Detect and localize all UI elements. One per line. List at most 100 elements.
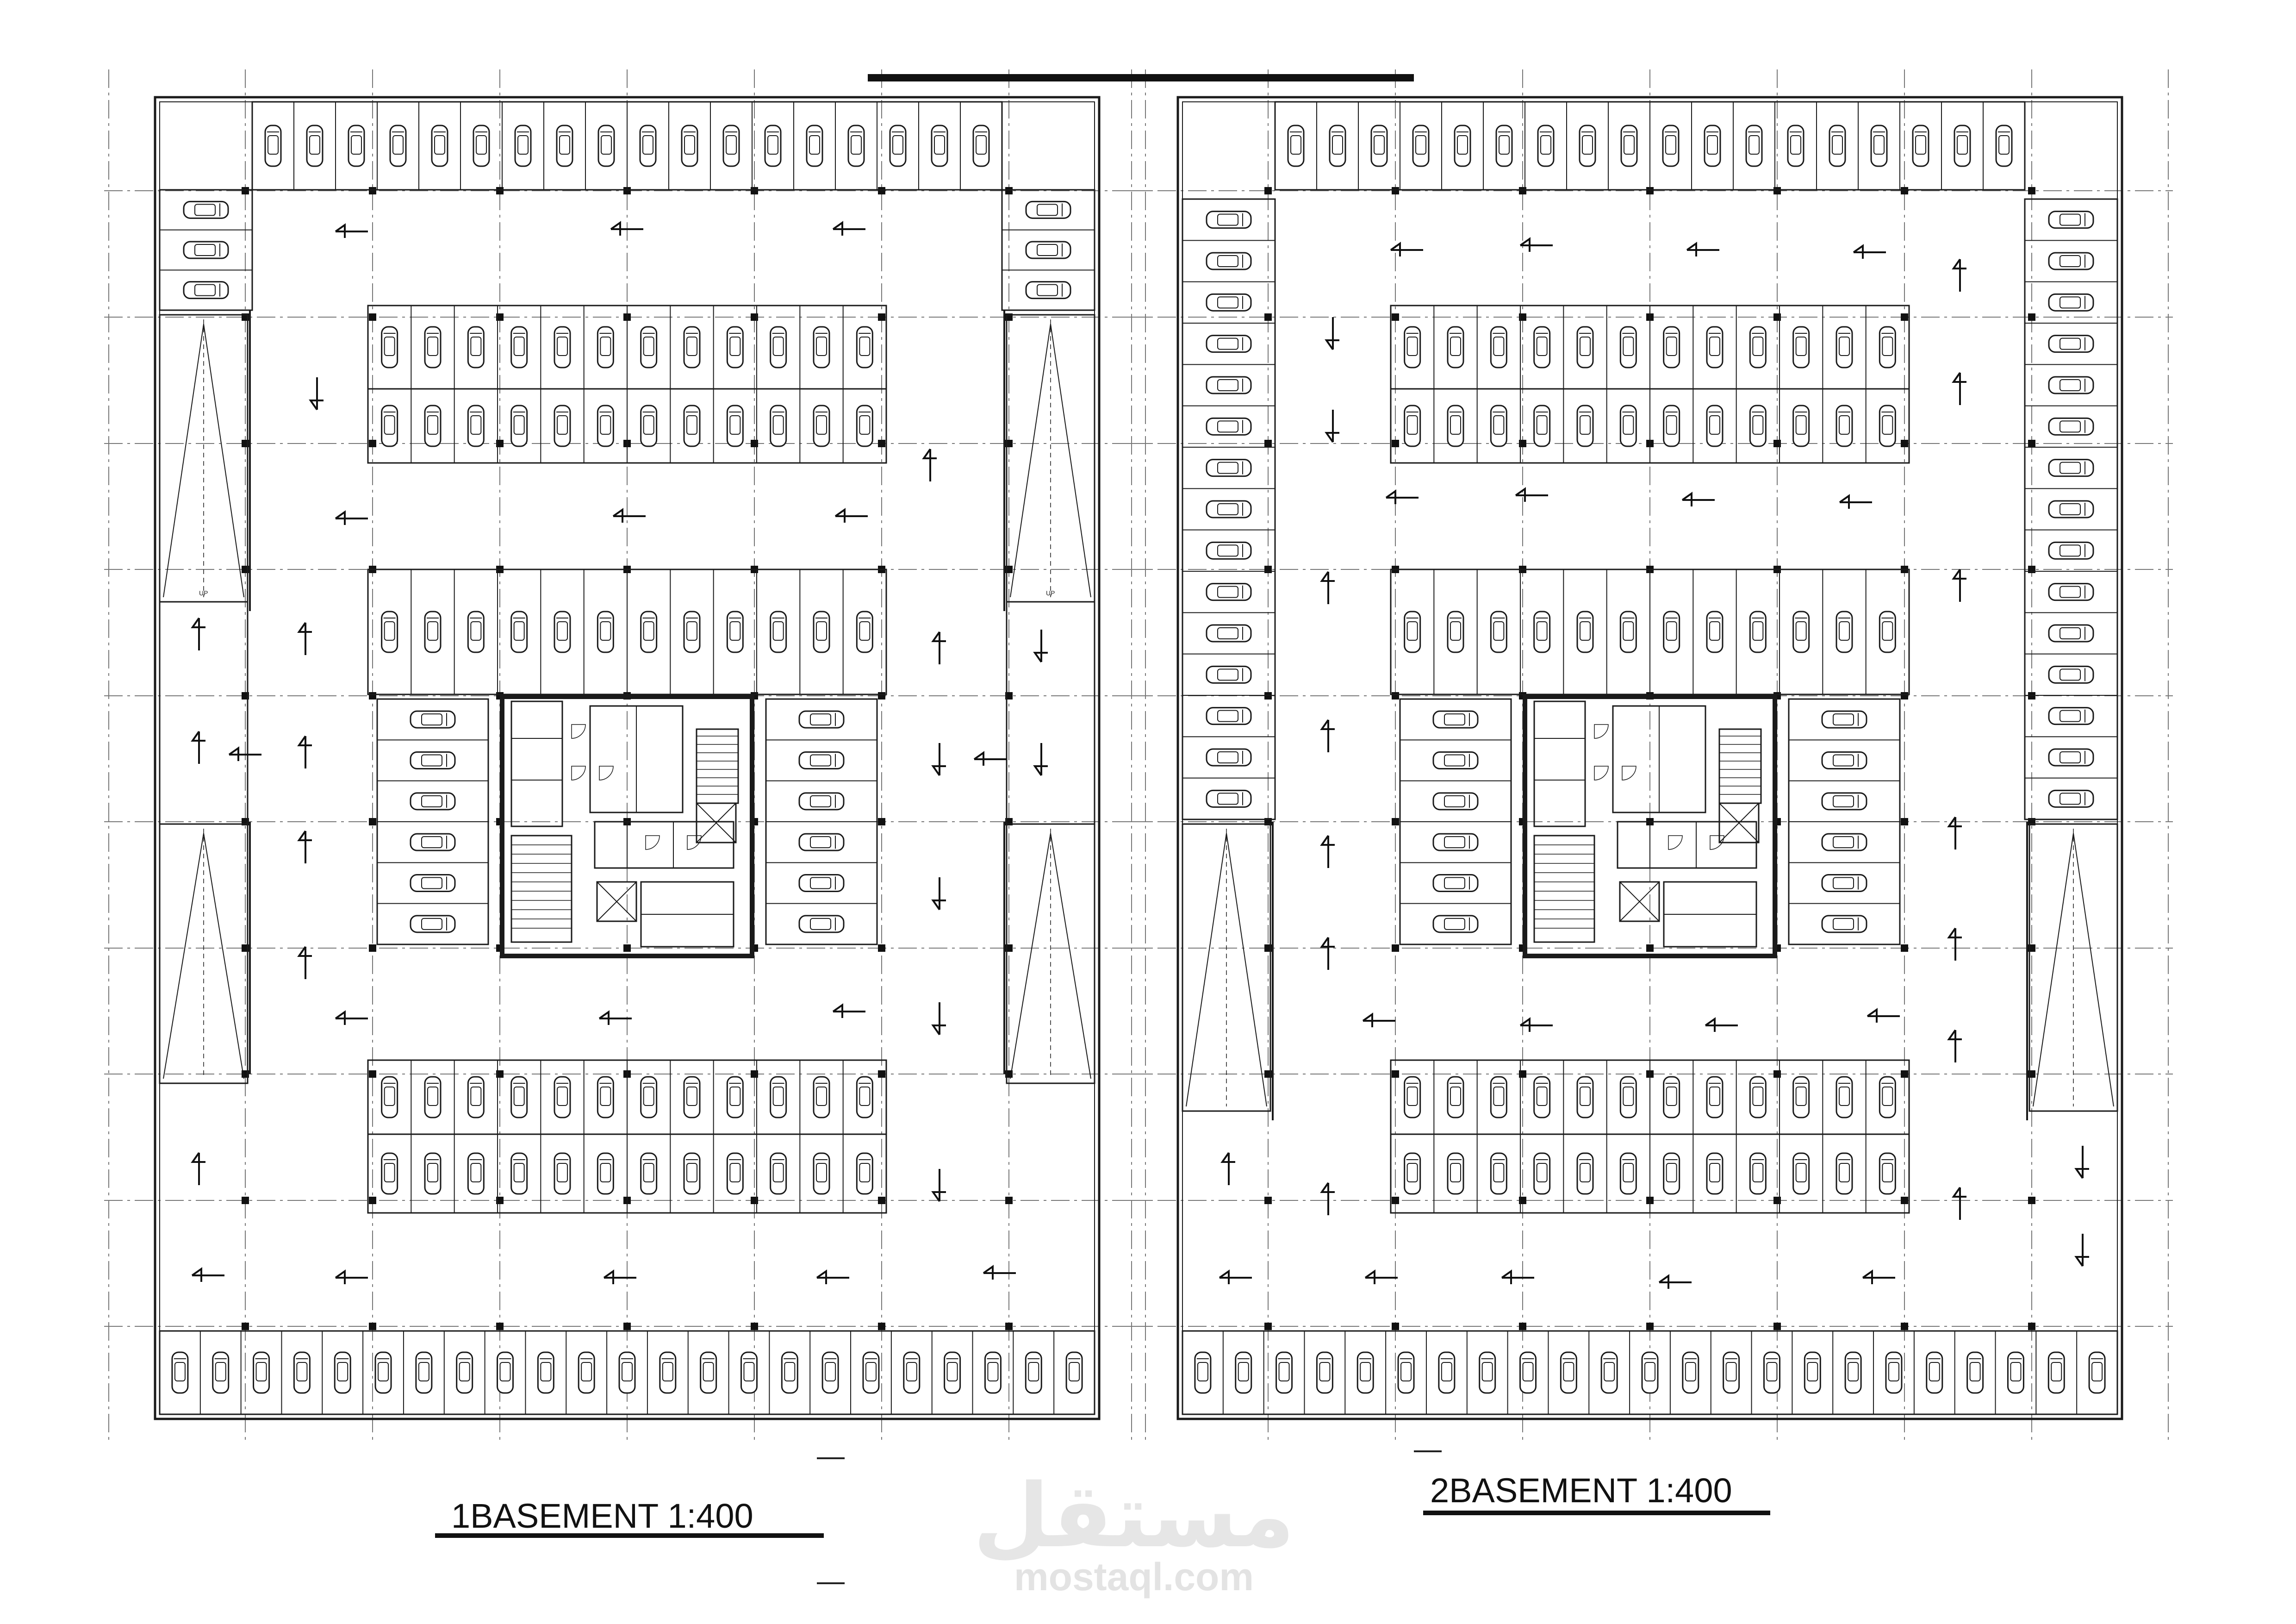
car-icon (1397, 1351, 1415, 1394)
car-icon (1447, 405, 1464, 447)
car-cabin (581, 1362, 592, 1381)
car-icon (2048, 335, 2094, 353)
car-icon (1404, 1152, 1421, 1195)
car-cabin (2060, 793, 2081, 805)
arrow-head (612, 508, 623, 523)
car-icon (781, 1351, 798, 1394)
parking-row (1182, 1330, 2118, 1415)
car-icon (1404, 326, 1421, 369)
plan-basement-2 (1127, 69, 2173, 1440)
traffic-arrow-up (297, 830, 312, 863)
car-icon (813, 405, 830, 447)
door-swing (687, 835, 702, 850)
car-cabin (427, 1087, 438, 1106)
ramp-line (2033, 833, 2074, 1107)
traffic-arrow-left (1853, 244, 1886, 259)
ramp-outline (2028, 823, 2118, 1112)
traffic-arrow-down (2074, 1234, 2089, 1267)
arrow-head (1390, 242, 1401, 256)
traffic-arrow-left (1515, 487, 1548, 502)
traffic-arrow-left (1658, 1274, 1692, 1289)
car-cabin (215, 1362, 226, 1381)
car-icon (212, 1351, 230, 1394)
car-cabin (1406, 621, 1418, 641)
car-icon (1495, 125, 1513, 167)
structural-column (2028, 187, 2035, 194)
car-icon (821, 1351, 839, 1394)
car-icon (1836, 1076, 1853, 1118)
car-cabin (1709, 621, 1720, 641)
structural-column (1392, 440, 1399, 447)
car-cabin (557, 415, 568, 435)
car-cabin (1623, 415, 1634, 435)
traffic-arrow-up (1320, 719, 1335, 752)
arrow-head (610, 221, 621, 236)
car-cabin (1752, 1163, 1764, 1182)
car-cabin (427, 337, 438, 356)
car-icon (726, 611, 744, 653)
car-icon (740, 1351, 758, 1394)
car-cabin (1441, 1362, 1452, 1381)
car-icon (2048, 583, 2094, 601)
car-cabin (684, 135, 695, 155)
car-cabin (686, 1087, 697, 1106)
car-icon (537, 1351, 554, 1394)
plan-title-underline-2 (1423, 1511, 1770, 1515)
car-icon (1749, 611, 1767, 653)
car-cabin (427, 621, 438, 641)
car-cabin (2060, 213, 2081, 226)
car-cabin (1197, 1362, 1208, 1381)
car-icon (1663, 405, 1680, 447)
lift-cross (696, 803, 736, 843)
car-icon (578, 1351, 595, 1394)
car-icon (847, 125, 865, 167)
arrow-head (1320, 1182, 1335, 1193)
car-icon (2048, 459, 2094, 477)
arrow-head (931, 765, 946, 776)
car-icon (1912, 125, 1929, 167)
car-cabin (643, 1163, 654, 1182)
car-icon (556, 125, 573, 167)
car-cabin (392, 135, 404, 155)
car-icon (903, 1351, 921, 1394)
traffic-arrow-left (335, 510, 368, 525)
traffic-arrow-left (983, 1265, 1016, 1280)
car-cabin (1882, 621, 1893, 641)
parking-column (1001, 189, 1095, 311)
car-cabin (729, 1087, 741, 1106)
plan-title-basement-1: 1BASEMENT 1:400 (451, 1497, 753, 1535)
traffic-arrow-up (931, 631, 946, 664)
arrow-head (2074, 1168, 2089, 1179)
car-cabin (810, 713, 831, 726)
car-icon (2048, 707, 2094, 725)
car-cabin (1493, 337, 1505, 356)
car-cabin (865, 1362, 877, 1381)
ramp: UP (159, 314, 249, 603)
car-icon (1025, 281, 1071, 300)
car-icon (183, 281, 229, 300)
car-cabin (1536, 337, 1548, 356)
car-icon (410, 915, 456, 933)
car-cabin (1833, 795, 1854, 807)
traffic-arrow-up (1952, 1187, 1966, 1220)
car-icon (1619, 611, 1637, 653)
car-cabin (1278, 1362, 1290, 1381)
structural-column (1901, 944, 1908, 952)
traffic-arrow-left (610, 221, 643, 236)
car-cabin (1332, 135, 1343, 155)
car-icon (1533, 326, 1551, 369)
car-icon (1533, 405, 1551, 447)
car-cabin (1709, 1163, 1720, 1182)
car-cabin (470, 1087, 482, 1106)
car-icon (683, 1152, 701, 1195)
traffic-arrow-up (297, 946, 312, 979)
car-cabin (557, 337, 568, 356)
door-swing (1622, 766, 1636, 781)
car-cabin (1217, 668, 1238, 681)
car-icon (467, 405, 485, 447)
lift-shaft (596, 881, 637, 922)
car-cabin (729, 337, 741, 356)
car-cabin (1522, 1362, 1534, 1381)
car-icon (264, 125, 282, 167)
car-cabin (2091, 1362, 2103, 1381)
